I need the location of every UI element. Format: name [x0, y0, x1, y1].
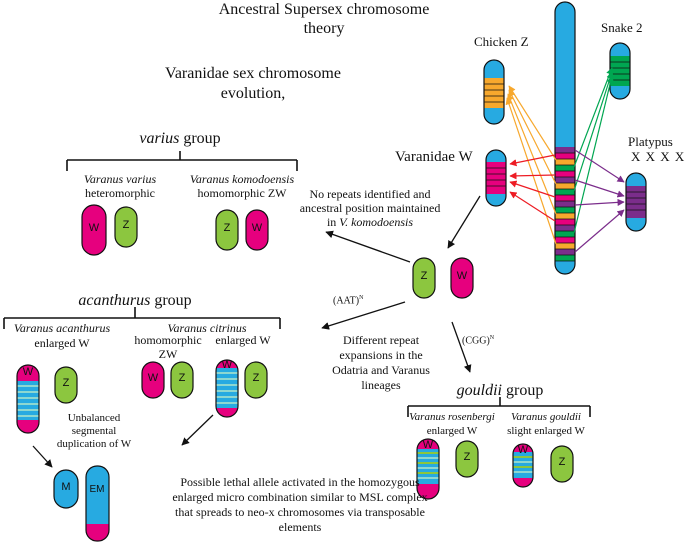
rosenbergi-w-letter: W	[422, 439, 434, 451]
acanthurus-w-letter: W	[22, 366, 34, 378]
citrinus-z2-letter: Z	[252, 372, 260, 384]
komodo-z-chromosome	[215, 209, 239, 251]
expansion-note-1: Different repeat	[342, 333, 420, 347]
citrinus-desc-enlarged: enlarged W	[215, 333, 271, 347]
green-arrows	[573, 67, 614, 234]
chicken-z-label: Chicken Z	[474, 34, 529, 49]
komodo-z-letter: Z	[223, 222, 231, 234]
citrinus-z2-chromosome	[244, 361, 268, 399]
acanthurus-z-letter: Z	[62, 377, 70, 389]
rosenbergi-species-desc: enlarged W	[426, 425, 478, 437]
snake-2-label: Snake 2	[601, 20, 643, 35]
varius-z-chromosome	[114, 206, 138, 248]
platypus-label: Platypus	[628, 134, 673, 149]
varanidae-w-chromosome	[485, 149, 507, 207]
acanthurus-w-chromosome	[16, 364, 40, 434]
no-repeats-note-3: in V. komodoensis	[326, 215, 414, 229]
unbalanced-note-3: duplication of W	[56, 438, 132, 450]
rosenbergi-z-chromosome	[455, 440, 479, 478]
main-title-line2: theory	[303, 20, 345, 37]
acanthurus-species-desc: enlarged W	[34, 336, 90, 350]
varius-w-letter: W	[88, 222, 100, 234]
gouldii-w-chromosome	[512, 443, 534, 488]
supersex-chromosome	[554, 1, 576, 275]
komodoensis-species-desc: homomorphic ZW	[197, 186, 287, 200]
varius-group-title: varius group	[139, 130, 221, 147]
rosenbergi-w-chromosome	[416, 438, 440, 500]
ancestral-z-chromosome	[412, 257, 436, 299]
citrinus-z-chromosome	[170, 361, 194, 399]
citrinus-w-chromosome	[141, 361, 165, 399]
acanthurus-species-name: Varanus acanthurus	[13, 321, 111, 335]
subtitle-line2: evolution,	[220, 85, 286, 102]
citrinus-species-name: Varanus citrinus	[167, 321, 247, 335]
komodoensis-species-name: Varanus komodoensis	[189, 172, 295, 186]
varius-species-desc: heteromorphic	[85, 186, 155, 200]
citrinus-desc-zw: ZW	[158, 347, 178, 361]
ancestral-w-letter: W	[456, 270, 468, 282]
varius-species-name: Varanus varius	[83, 172, 157, 186]
subtitle: Varanidae sex chromosome	[165, 65, 341, 82]
ancestral-z-letter: Z	[420, 270, 428, 282]
rosenbergi-z-letter: Z	[463, 451, 471, 463]
gouldii-group-title: gouldii group	[456, 382, 544, 399]
citrinus-desc-homomorphic: homomorphic	[134, 333, 202, 347]
gouldii-species-desc: slight enlarged W	[507, 425, 585, 437]
lethal-note-4: elements	[278, 520, 322, 534]
citrinus-w-letter: W	[147, 372, 159, 384]
lethal-note-2: enlarged micro combination similar to MS…	[172, 490, 428, 504]
m-chromosome	[53, 469, 79, 509]
rosenbergi-species-name: Varanus rosenbergi	[409, 411, 495, 423]
citrinus-enlarged-w-chromosome	[215, 359, 239, 418]
aat-repeat-label: (AAT)N	[333, 295, 364, 307]
ancestral-w-chromosome	[450, 257, 474, 299]
snake-2-chromosome	[609, 42, 631, 100]
lethal-note-3: that spreads to neo-x chromosomes via tr…	[175, 505, 425, 519]
varanidae-w-label: Varanidae W	[395, 149, 473, 165]
chicken-z-chromosome	[483, 59, 505, 125]
m-letter: M	[61, 481, 71, 493]
varius-bracket	[66, 151, 298, 171]
citrinus-enlarged-w-letter: W	[221, 359, 233, 371]
unbalanced-note-1: Unbalanced	[67, 412, 121, 424]
expansion-note-3: Odatria and Varanus	[332, 363, 430, 377]
lethal-note-1: Possible lethal allele activated in the …	[180, 475, 420, 489]
varius-z-letter: Z	[122, 219, 130, 231]
cgg-repeat-label: (CGG)N	[462, 335, 495, 347]
unbalanced-note-2: segmental	[71, 425, 117, 437]
komodo-w-letter: W	[251, 222, 263, 234]
acanthurus-bracket	[3, 307, 281, 329]
citrinus-z-letter: Z	[178, 372, 186, 384]
main-title: Ancestral Supersex chromosome	[218, 1, 430, 18]
flow-arrows	[32, 195, 481, 468]
acanthurus-z-chromosome	[54, 366, 78, 404]
no-repeats-note-2: ancestral position maintained	[299, 201, 441, 215]
purple-arrows	[574, 149, 625, 253]
gouldii-w-letter: W	[517, 444, 529, 456]
gouldii-species-name: Varanus gouldii	[511, 411, 581, 423]
gouldii-bracket	[407, 397, 591, 417]
platypus-chromosome	[625, 172, 647, 232]
em-chromosome	[85, 465, 110, 542]
komodo-w-chromosome	[245, 209, 269, 251]
expansion-note-4: lineages	[361, 378, 401, 392]
gouldii-z-letter: Z	[558, 456, 566, 468]
no-repeats-note-1: No repeats identified and	[309, 187, 431, 201]
em-letter: EM	[89, 484, 105, 495]
gouldii-z-chromosome	[550, 445, 574, 483]
orange-arrows	[505, 85, 557, 245]
platypus-x-label: X X X X	[631, 149, 685, 164]
acanthurus-group-title: acanthurus group	[78, 292, 192, 309]
expansion-note-2: expansions in the	[339, 348, 423, 362]
varius-w-chromosome	[81, 204, 107, 256]
red-arrows	[509, 154, 556, 222]
